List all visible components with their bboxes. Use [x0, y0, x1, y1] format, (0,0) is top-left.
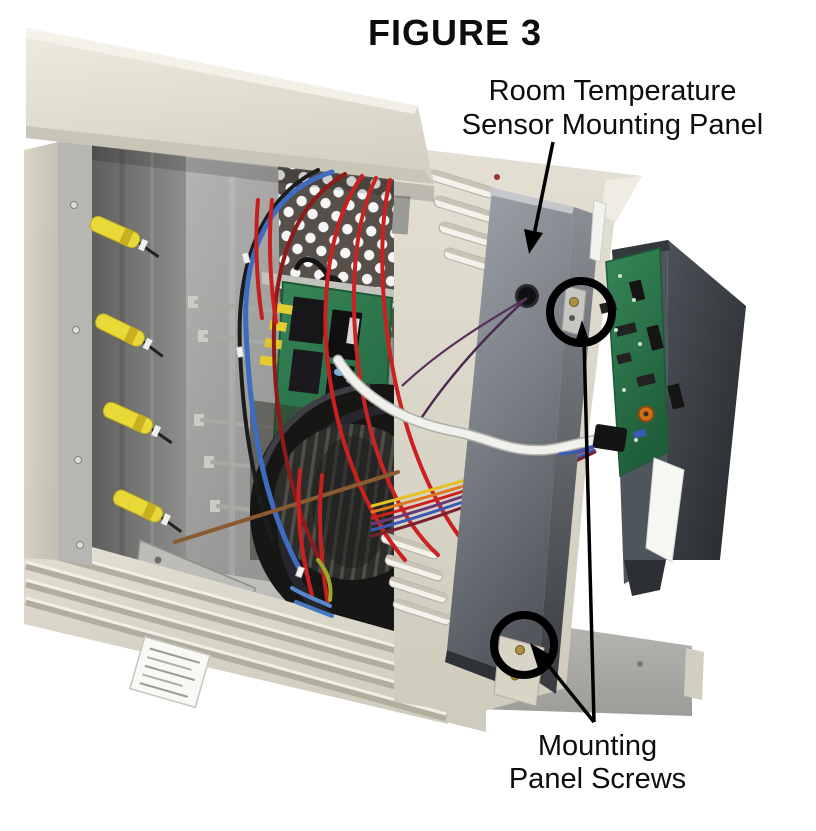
sensor-cable [332, 354, 628, 456]
red-wire [318, 473, 330, 607]
solder-pads [614, 274, 642, 442]
top-cover-highlight [26, 28, 418, 114]
lower-louver-slots [380, 532, 452, 626]
figure-title: FIGURE 3 [367, 12, 543, 53]
red-wire [296, 468, 314, 597]
door-edge-strip [600, 176, 642, 222]
element-insulator [188, 296, 198, 308]
light-blue-wire [294, 600, 334, 618]
bracket-screw [154, 556, 162, 564]
blue-wire [243, 169, 335, 573]
left-frame-flange [58, 130, 92, 566]
door-top-edge [612, 240, 670, 260]
left-side-panel [24, 142, 58, 560]
flange-screw [74, 456, 82, 464]
hinge-bracket [391, 195, 411, 235]
lower-screw-leader [538, 653, 596, 724]
element-insulator [210, 500, 220, 512]
flange-screw [72, 326, 80, 334]
red-wire [267, 198, 278, 324]
annotations [490, 141, 616, 724]
pcb-components [599, 279, 685, 439]
cable-ties [235, 251, 306, 579]
panel-top-edge [490, 188, 574, 214]
spade-terminal [274, 303, 293, 315]
upper-screw-arrowhead [574, 320, 591, 346]
sensor-wire [401, 297, 528, 387]
door-bottom-tip [624, 560, 666, 596]
bracket-slot [569, 315, 575, 321]
top-shadow [92, 146, 434, 202]
sensor-panel-arrowhead [524, 229, 543, 254]
lower-mounting-screw [515, 645, 525, 655]
rating-label [128, 635, 212, 709]
wire-sleeves [89, 215, 183, 533]
lower-screw-circle [490, 611, 558, 679]
cabinet-foot [684, 648, 704, 700]
lower-screw-arrowhead [530, 643, 552, 668]
copper-wire [173, 470, 400, 544]
floor-screw [637, 661, 643, 667]
sensor-panel-callout-line1: Room Temperature [488, 75, 737, 107]
edge-clip [589, 199, 607, 263]
door-label [645, 457, 685, 563]
mounting-screws-callout-line2: Panel Screws [508, 763, 687, 795]
element-insulator [194, 414, 204, 426]
cable-connector [592, 424, 628, 452]
light-blue-wire [290, 586, 332, 608]
upper-screw-leader [582, 339, 596, 723]
inner-left-wall [92, 134, 186, 568]
door-screw [494, 174, 500, 180]
element-insulator [198, 330, 208, 342]
motor-highlight [259, 383, 371, 471]
louvered-base [24, 528, 486, 732]
sensor-wire [419, 297, 528, 421]
white-cable [334, 356, 602, 455]
door-right-face [666, 240, 746, 560]
mounting-screws-callout-line1: Mounting [537, 730, 658, 762]
relay [288, 296, 328, 345]
sensor-panel-callout-line2: Sensor Mounting Panel [461, 109, 764, 141]
red-wire [254, 198, 264, 320]
relay [288, 348, 324, 395]
display-board-door [599, 240, 746, 700]
element-insulator [204, 456, 214, 468]
toroid-core [643, 411, 649, 417]
panel-face [447, 188, 574, 682]
flange-screw [70, 201, 78, 209]
upper-mounting-screw [569, 297, 579, 307]
red-wire [323, 174, 407, 562]
sensor-panel-arrow-line [531, 141, 555, 241]
ground-wire [316, 558, 333, 602]
mounting-screws-callout: Mounting Panel Screws [450, 730, 745, 796]
flange-screw [76, 541, 84, 549]
sensor-panel-callout: Room Temperature Sensor Mounting Panel [430, 74, 795, 142]
base-louvers [25, 542, 447, 722]
